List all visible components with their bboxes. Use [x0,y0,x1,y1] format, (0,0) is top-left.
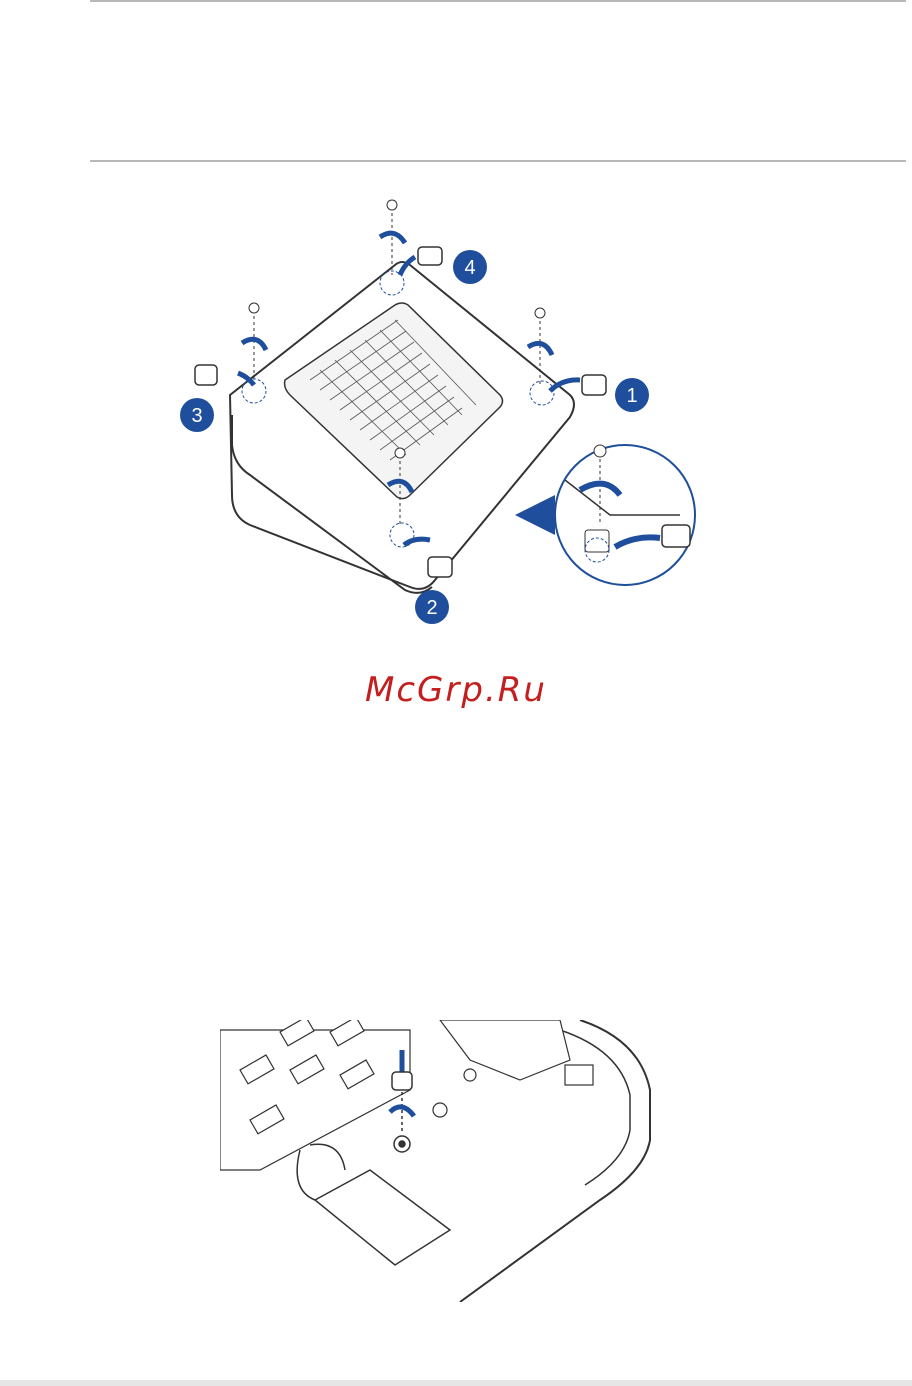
step-badge-3-label: 3 [191,405,202,427]
step-badge-1: 1 [615,378,649,412]
step-badge-4-label: 4 [464,257,475,279]
top-rule [90,0,906,2]
heatsink-block [440,1020,593,1085]
step-badge-3: 3 [180,398,214,432]
step-badge-2-label: 2 [426,597,437,619]
magnifier-callout-icon [515,445,695,585]
section-rule [90,160,906,162]
internal-standoff-illustration [220,1020,660,1302]
step-badge-1-label: 1 [626,385,637,407]
wifi-card [297,1144,450,1265]
step-badge-4: 4 [453,250,487,284]
step-badge-2: 2 [415,590,449,624]
bottom-bar [0,1380,912,1386]
memory-module [220,1020,410,1170]
watermark-text: McGrp.Ru [0,670,912,710]
bottom-cover-removal-illustration: 1 2 3 4 [170,195,710,625]
